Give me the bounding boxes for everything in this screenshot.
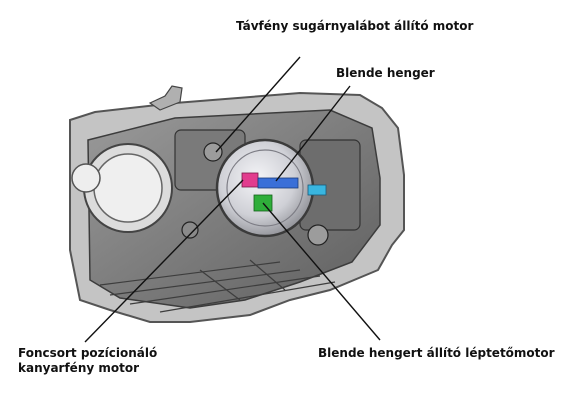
label-cornering-motor: Foncsort pozícionáló kanyarfény motor (18, 346, 157, 376)
label-stepper-motor: Blende hengert állító léptetőmotor (318, 346, 555, 360)
pink-part (241, 172, 259, 188)
leader-stepper-motor (262, 202, 381, 341)
leader-cornering-motor (84, 179, 244, 343)
leader-lines (84, 56, 381, 343)
label-beam-motor: Távfény sugárnyalábot állító motor (236, 19, 474, 33)
top-bracket (148, 85, 183, 111)
floor-ribs (99, 259, 336, 313)
label-blende-cylinder: Blende henger (336, 66, 435, 80)
leader-blende-cylinder (275, 85, 351, 182)
cyan-part (307, 184, 327, 196)
label-cornering-motor-line1: Foncsort pozícionáló (18, 346, 158, 360)
label-cornering-motor-line2: kanyarfény motor (18, 361, 140, 375)
leader-beam-motor (215, 56, 301, 153)
